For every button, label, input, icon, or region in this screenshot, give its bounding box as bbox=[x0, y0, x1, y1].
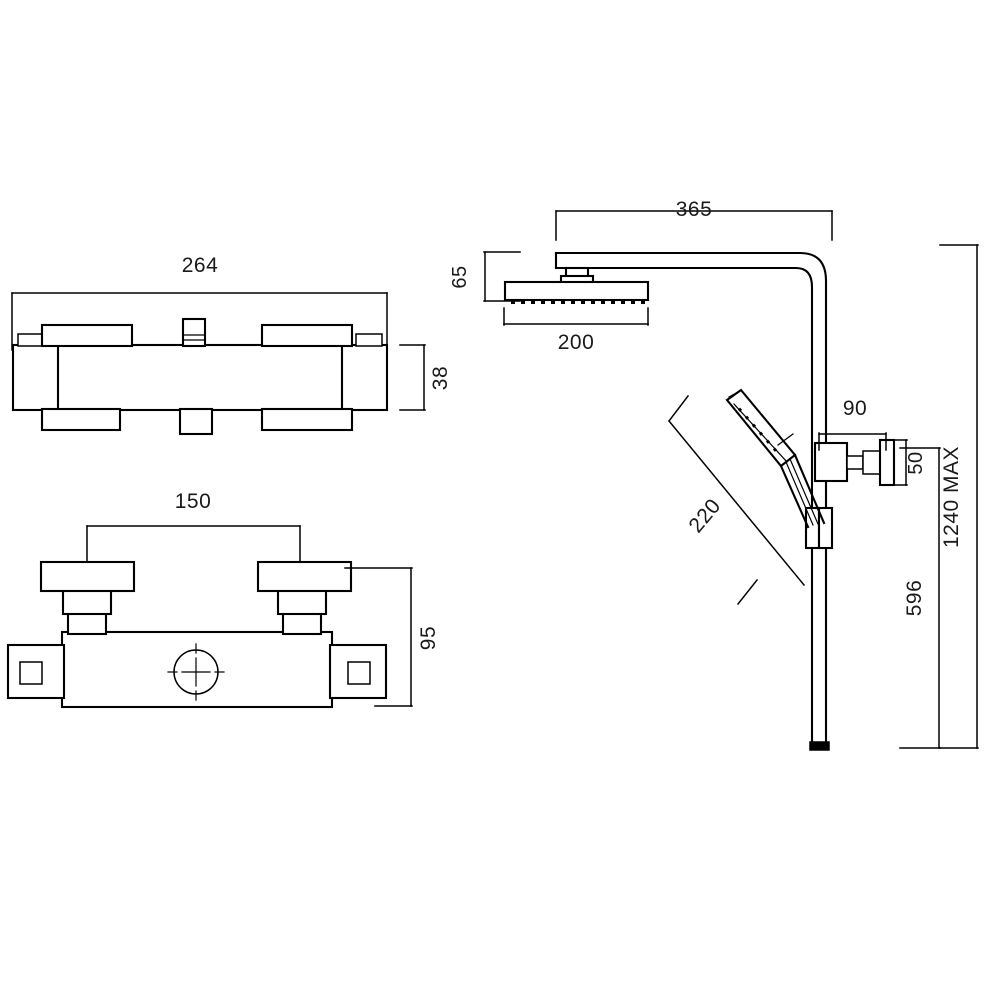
handset-handle-outer-a bbox=[793, 453, 826, 525]
left-handle-stem bbox=[66, 610, 108, 636]
riser-rail-end-cap bbox=[809, 741, 830, 751]
wall-bracket-neck bbox=[846, 455, 864, 470]
right-handle-stem bbox=[281, 610, 323, 636]
dimension-264: 264 bbox=[11, 254, 388, 351]
top-centre-boss bbox=[181, 317, 207, 348]
left-inlet-square bbox=[19, 661, 43, 685]
wall-bracket-rail-clamp bbox=[813, 441, 849, 483]
top-left-knob-lower bbox=[40, 407, 122, 432]
wall-bracket[interactable] bbox=[813, 438, 896, 487]
handset-handle-rib-1 bbox=[789, 458, 819, 525]
dimension-50: 50 bbox=[892, 439, 927, 486]
dimension-200: 200 bbox=[503, 307, 649, 354]
top-right-knob-lower bbox=[260, 407, 354, 432]
dimension-90: 90 bbox=[818, 397, 887, 451]
top-right-knob-upper bbox=[260, 323, 354, 348]
right-control-handle[interactable] bbox=[256, 560, 353, 636]
dimension-596: 596 bbox=[899, 447, 941, 749]
dimension-label-200: 200 bbox=[558, 331, 595, 354]
handset-spray-head bbox=[725, 388, 797, 468]
dimension-label-365: 365 bbox=[676, 198, 713, 221]
dimension-38: 38 bbox=[399, 344, 452, 411]
left-handle-cap bbox=[39, 560, 136, 593]
valve-body-top-outline bbox=[11, 343, 389, 412]
dimension-365: 365 bbox=[555, 198, 833, 241]
dimension-95: 95 bbox=[344, 567, 440, 707]
handset-handle-rib-2 bbox=[785, 461, 814, 526]
top-right-tab bbox=[355, 333, 383, 347]
top-left-tab bbox=[17, 333, 45, 347]
dimension-220: 220 bbox=[667, 394, 806, 606]
dimension-label-38: 38 bbox=[429, 366, 452, 390]
shower-arm-inner bbox=[554, 266, 814, 454]
dimension-label-90: 90 bbox=[843, 397, 867, 420]
right-handle-collar bbox=[276, 588, 328, 616]
dimension-label-596: 596 bbox=[903, 580, 926, 617]
right-inlet-square bbox=[347, 661, 371, 685]
outlet-crosshair-symbol bbox=[167, 643, 225, 701]
dimension-label-220: 220 bbox=[684, 494, 725, 537]
shower-handset[interactable] bbox=[725, 388, 826, 529]
handset-nozzles bbox=[737, 407, 778, 452]
assembly-view-group: 365 bbox=[449, 198, 979, 751]
shower-arm-outer bbox=[554, 251, 828, 454]
top-centre-outlet bbox=[178, 407, 214, 436]
shower-head-nozzles bbox=[511, 300, 645, 304]
dimension-label-1240-max: 1240 MAX bbox=[940, 446, 963, 548]
handset-handle-outer-b bbox=[779, 464, 810, 529]
front-view-group: 150 bbox=[6, 490, 440, 709]
shower-head-plate bbox=[503, 280, 650, 302]
top-view-group: 264 bbox=[11, 254, 452, 436]
dimension-label-150: 150 bbox=[175, 490, 212, 513]
dimension-label-65: 65 bbox=[449, 265, 471, 288]
wall-bracket-plate bbox=[878, 438, 896, 487]
overhead-shower-head bbox=[503, 280, 650, 304]
dimension-150: 150 bbox=[86, 490, 301, 573]
left-handle-collar bbox=[61, 588, 113, 616]
handset-shoulder-seam bbox=[777, 433, 794, 446]
dimension-65: 65 bbox=[449, 251, 521, 302]
dimension-label-50: 50 bbox=[905, 451, 927, 474]
dimension-1240-max: 1240 MAX bbox=[939, 244, 979, 749]
handset-cap-edge bbox=[728, 391, 739, 398]
riser-rail bbox=[809, 450, 830, 751]
slider-bracket[interactable] bbox=[804, 506, 834, 550]
top-left-knob-upper bbox=[40, 323, 134, 348]
dimension-label-95: 95 bbox=[417, 626, 440, 650]
left-control-handle[interactable] bbox=[39, 560, 136, 636]
right-handle-cap bbox=[256, 560, 353, 593]
dimension-label-264: 264 bbox=[182, 254, 219, 277]
